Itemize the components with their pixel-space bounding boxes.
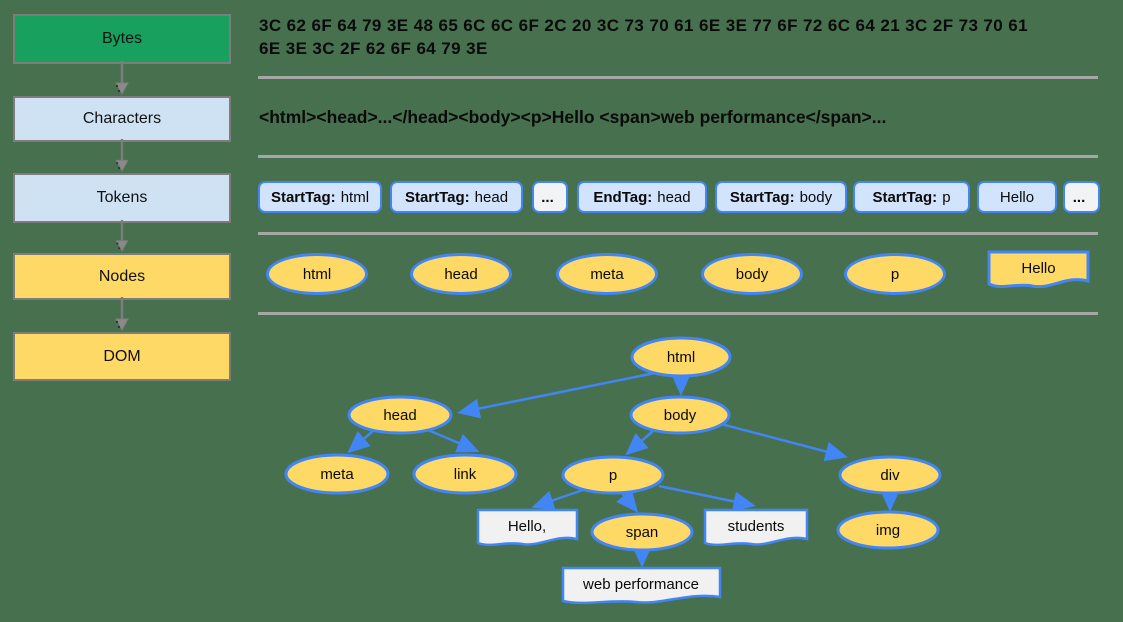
node-label: p <box>890 265 900 283</box>
tree-node-label: div <box>880 467 900 484</box>
node-label: meta <box>590 265 624 283</box>
divider <box>258 312 1098 315</box>
characters-string: <html><head>...</head><body><p>Hello <sp… <box>259 107 887 127</box>
token-prefix: StartTag: <box>404 188 470 206</box>
tree-node-label: web performance <box>582 576 699 593</box>
tree-node-p: p <box>561 455 665 495</box>
token-value: Hello <box>999 188 1035 206</box>
tree-node-label: span <box>626 524 659 541</box>
node-ellipse-head: head <box>410 253 512 295</box>
tree-node-span: span <box>590 512 694 552</box>
token-value: head <box>657 188 691 206</box>
token-prefix: StartTag: <box>270 188 336 206</box>
stage-label-tokens: Tokens <box>96 189 148 206</box>
token-prefix: StartTag: <box>872 188 938 206</box>
tree-node-head: head <box>347 395 453 435</box>
tree-node-meta: meta <box>284 453 390 495</box>
token-value: html <box>340 188 370 206</box>
tree-node-label: html <box>667 349 695 366</box>
token-prefix: EndTag: <box>593 188 653 206</box>
tree-node-label: meta <box>320 466 354 483</box>
bytes-hex-line-2: 6E 3E 3C 2F 62 6F 64 79 3E <box>259 39 488 58</box>
down-arrow-icon <box>115 139 129 172</box>
tree-node-link: link <box>412 453 518 495</box>
tree-node-label: body <box>664 407 697 424</box>
edge-p-hello <box>531 487 587 510</box>
tree-node-label: Hello, <box>508 518 546 535</box>
stage-box-nodes: Nodes <box>13 253 231 300</box>
stage-box-tokens: Tokens <box>13 173 231 223</box>
edge-body-div <box>720 422 848 462</box>
token-starttag-html: StartTag:html <box>258 181 382 213</box>
tree-node-img: img <box>836 510 940 550</box>
edge-head-link <box>427 428 480 453</box>
textnode-wave-shape <box>987 250 1090 289</box>
tree-textnode-hello: Hello, <box>476 508 579 547</box>
textnode-shape-hello: Hello <box>987 250 1090 292</box>
token-endtag-head: EndTag:head <box>577 181 707 213</box>
down-arrow-icon <box>115 220 129 252</box>
node-ellipse-p: p <box>844 253 946 295</box>
tree-node-body: body <box>629 395 731 435</box>
token-value: ... <box>541 188 554 206</box>
stage-box-characters: Characters <box>13 96 231 142</box>
tree-node-label: img <box>876 522 900 539</box>
divider <box>258 232 1098 235</box>
token-starttag-body: StartTag:body <box>715 181 847 213</box>
stage-label-dom: DOM <box>103 347 141 365</box>
token-ellipsis: ... <box>532 181 568 213</box>
edge-p-students <box>658 484 756 512</box>
token-prefix: StartTag: <box>729 188 795 206</box>
dom-tree: html head body meta link p div span <box>284 336 942 605</box>
token-ellipsis: ... <box>1063 181 1100 213</box>
edge-html-head <box>457 371 656 419</box>
stage-label-bytes: Bytes <box>101 30 142 47</box>
down-arrow-icon <box>115 61 129 95</box>
edge-body-p <box>625 430 654 456</box>
node-label: head <box>444 265 478 283</box>
token-value: body <box>799 188 833 206</box>
token-starttag-head: StartTag:head <box>390 181 523 213</box>
node-label: body <box>735 265 769 283</box>
node-label: Hello <box>1021 259 1056 277</box>
stage-label-characters: Characters <box>82 110 162 127</box>
node-label: html <box>302 265 332 283</box>
stage-label-nodes: Nodes <box>98 267 146 285</box>
tree-node-label: link <box>454 466 477 483</box>
edge-head-meta <box>347 429 375 454</box>
tree-node-label: p <box>609 467 617 484</box>
token-starttag-p: StartTag:p <box>853 181 970 213</box>
token-value: head <box>474 188 509 206</box>
tree-node-label: students <box>728 518 785 535</box>
node-ellipse-html: html <box>266 253 368 295</box>
divider <box>258 155 1098 158</box>
tree-textnode-webperf: web performance <box>561 566 722 605</box>
stage-box-dom: DOM <box>13 332 231 381</box>
tree-node-label: head <box>383 407 416 424</box>
token-value: ... <box>1072 188 1086 206</box>
token-hello: Hello <box>977 181 1057 213</box>
edge-p-span <box>616 489 639 513</box>
divider <box>258 76 1098 79</box>
tree-node-div: div <box>838 455 942 495</box>
bytes-hex-line-1: 3C 62 6F 64 79 3E 48 65 6C 6C 6F 2C 20 3… <box>259 16 1028 35</box>
tree-textnode-students: students <box>703 508 809 547</box>
token-value: p <box>942 188 951 206</box>
node-ellipse-meta: meta <box>556 253 658 295</box>
tree-node-html: html <box>630 336 732 378</box>
stage-box-bytes: Bytes <box>13 14 231 64</box>
node-ellipse-body: body <box>701 253 803 295</box>
down-arrow-icon <box>115 297 129 331</box>
